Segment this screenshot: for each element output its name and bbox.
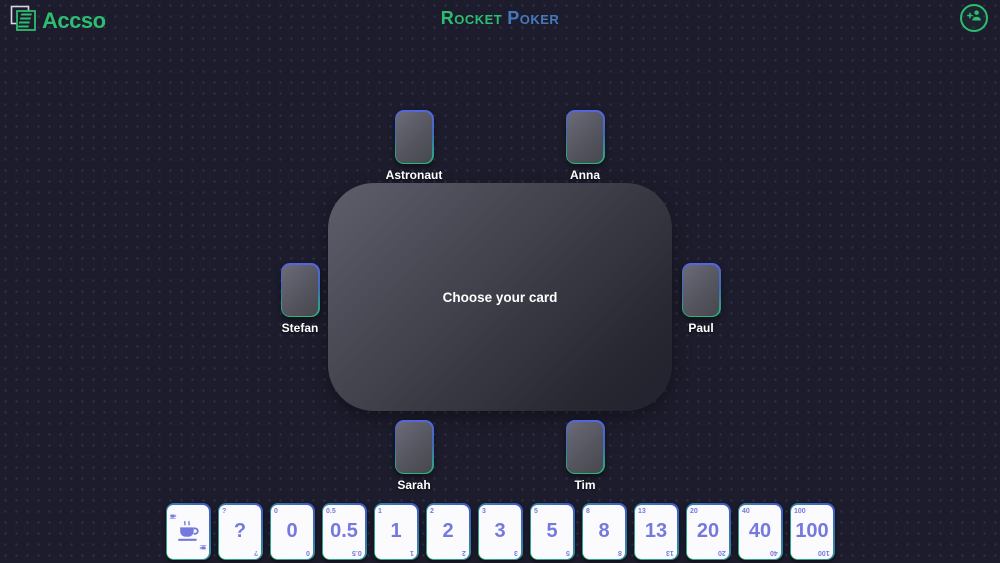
title-rocket: Rocket [440,8,503,28]
player-name: Tim [574,478,596,492]
seat-anna: Anna [545,110,625,182]
table-message: Choose your card [442,289,558,305]
card-corner-value: 2 [430,507,434,515]
player-name: Stefan [281,321,319,335]
card-value: 40 [748,520,772,542]
player-card-back [280,263,320,317]
card-value: 100 [795,520,829,542]
card-corner-value: 1 [410,548,414,556]
player-name: Anna [570,168,600,182]
player-card-back [565,110,605,164]
seat-sarah: Sarah [374,420,454,492]
deck-card-3[interactable]: 3 3 3 [477,503,523,560]
deck-card-13[interactable]: 13 13 13 [633,503,679,560]
card-corner-value: 13 [666,548,674,556]
card-corner-value: 3 [482,507,486,515]
card-corner-value: 8 [586,507,590,515]
card-value: 0.5 [330,520,358,542]
card-corner-value: 100 [794,507,806,515]
coffee-cup-icon [169,507,177,525]
card-corner-value: 100 [818,548,830,556]
person-add-icon [966,7,983,29]
player-card-back [394,420,434,474]
card-corner-value: 0.5 [352,548,362,556]
card-value: 0 [286,520,298,542]
card-corner-value: 13 [638,507,646,515]
card-corner-value: 1 [378,507,382,515]
deck-card-coffee[interactable] [165,503,211,560]
card-corner-value: ? [253,548,258,556]
card-value: 8 [598,520,610,542]
card-corner-value: 5 [534,507,538,515]
card-corner-value: 8 [618,548,622,556]
deck-card-40[interactable]: 40 40 40 [737,503,783,560]
deck-card-5[interactable]: 5 5 5 [529,503,575,560]
player-card-back [394,110,434,164]
title-poker: Poker [507,8,560,28]
card-value: 1 [390,520,402,542]
card-value: ? [233,520,247,542]
card-corner-value: 0.5 [326,507,336,515]
deck-card-question[interactable]: ? ? ? [217,503,263,560]
card-corner-value: 40 [770,548,778,556]
card-deck: ? ? ? 0 0 0 0.5 0.5 0.5 1 1 1 [0,503,1000,560]
card-value: 2 [442,520,454,542]
card-corner-value: 20 [690,507,698,515]
deck-card-1[interactable]: 1 1 1 [373,503,419,560]
deck-card-20[interactable]: 20 20 20 [685,503,731,560]
card-corner-value: ? [222,507,227,515]
card-value: 3 [494,520,506,542]
player-name: Astronaut [385,168,443,182]
card-value: 13 [644,520,668,542]
card-corner-value: 0 [274,507,278,515]
card-corner-value: 3 [514,548,518,556]
player-card-back [681,263,721,317]
player-name: Paul [688,321,714,335]
player-name: Sarah [397,478,431,492]
seat-stefan: Stefan [260,263,340,335]
player-card-back [565,420,605,474]
poker-table: Choose your card [328,183,672,411]
card-corner-value: 20 [718,548,726,556]
accso-logo-icon [10,5,37,37]
card-value: 5 [546,520,558,542]
card-corner-value: 2 [462,548,466,556]
card-corner-value: 5 [566,548,570,556]
deck-card-0[interactable]: 0 0 0 [269,503,315,560]
coffee-cup-icon [199,539,207,557]
deck-card-100[interactable]: 100 100 100 [789,503,835,560]
seat-paul: Paul [661,263,741,335]
card-value: 20 [696,520,720,542]
card-corner-value: 0 [306,548,310,556]
deck-card-2[interactable]: 2 2 2 [425,503,471,560]
deck-card-0-5[interactable]: 0.5 0.5 0.5 [321,503,367,560]
logo-text: Accso [42,8,106,33]
coffee-cup-icon [167,505,209,559]
seat-tim: Tim [545,420,625,492]
deck-card-8[interactable]: 8 8 8 [581,503,627,560]
accso-logo: Accso [10,5,106,37]
seat-astronaut: Astronaut [374,110,454,182]
invite-player-button[interactable] [960,4,988,32]
card-corner-value: 40 [742,507,750,515]
